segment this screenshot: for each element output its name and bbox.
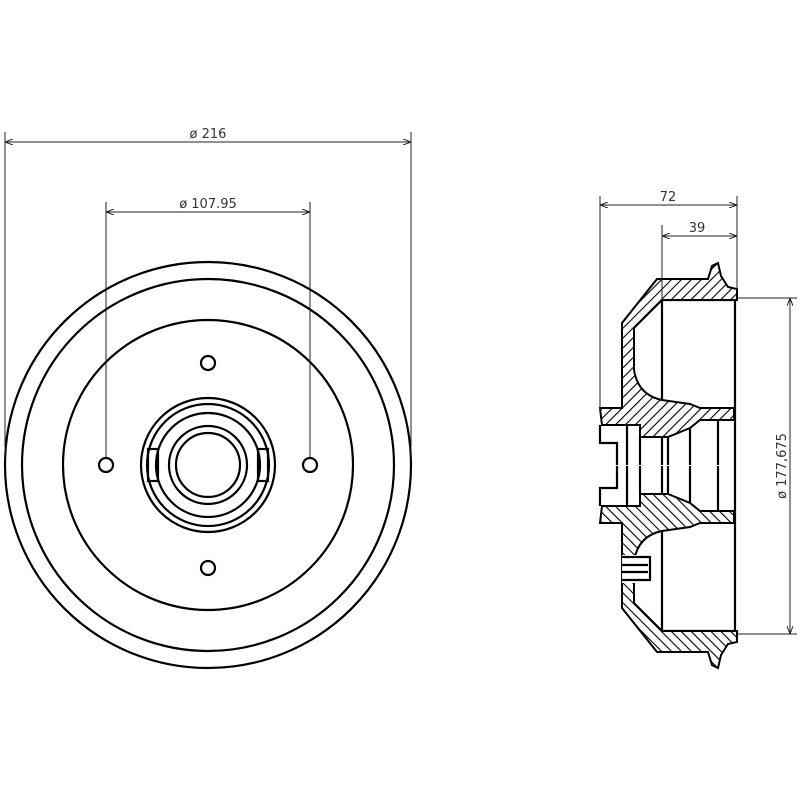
drum-rim-circle bbox=[20, 277, 396, 653]
dimension-outer-diameter: ø 216 bbox=[4, 127, 412, 460]
dimension-total-width: 72 bbox=[599, 190, 738, 410]
bolt-hole-icon bbox=[199, 354, 217, 372]
bolt-hole-icon bbox=[97, 456, 115, 474]
upper-section bbox=[598, 261, 738, 465]
drum-face-circle bbox=[61, 318, 355, 612]
dimension-drum-depth: 39 bbox=[661, 221, 737, 300]
outer-diameter-label: ø 216 bbox=[190, 127, 227, 142]
drum-outer-circle bbox=[3, 260, 413, 670]
side-section-view: 72 39 ø 177,675 bbox=[598, 190, 797, 670]
bolt-hole-icon bbox=[199, 559, 217, 577]
dimension-bolt-circle: ø 107.95 bbox=[105, 197, 311, 458]
bolt-circle-label: ø 107.95 bbox=[179, 197, 237, 212]
inner-diameter-label: ø 177,675 bbox=[775, 433, 790, 499]
drum-depth-label: 39 bbox=[689, 221, 706, 236]
bolt-hole-icon bbox=[301, 456, 319, 474]
hub bbox=[139, 396, 277, 534]
front-view: ø 216 ø 107.95 bbox=[3, 127, 413, 670]
total-width-label: 72 bbox=[660, 190, 677, 205]
dimension-inner-diameter: ø 177,675 bbox=[737, 297, 797, 635]
